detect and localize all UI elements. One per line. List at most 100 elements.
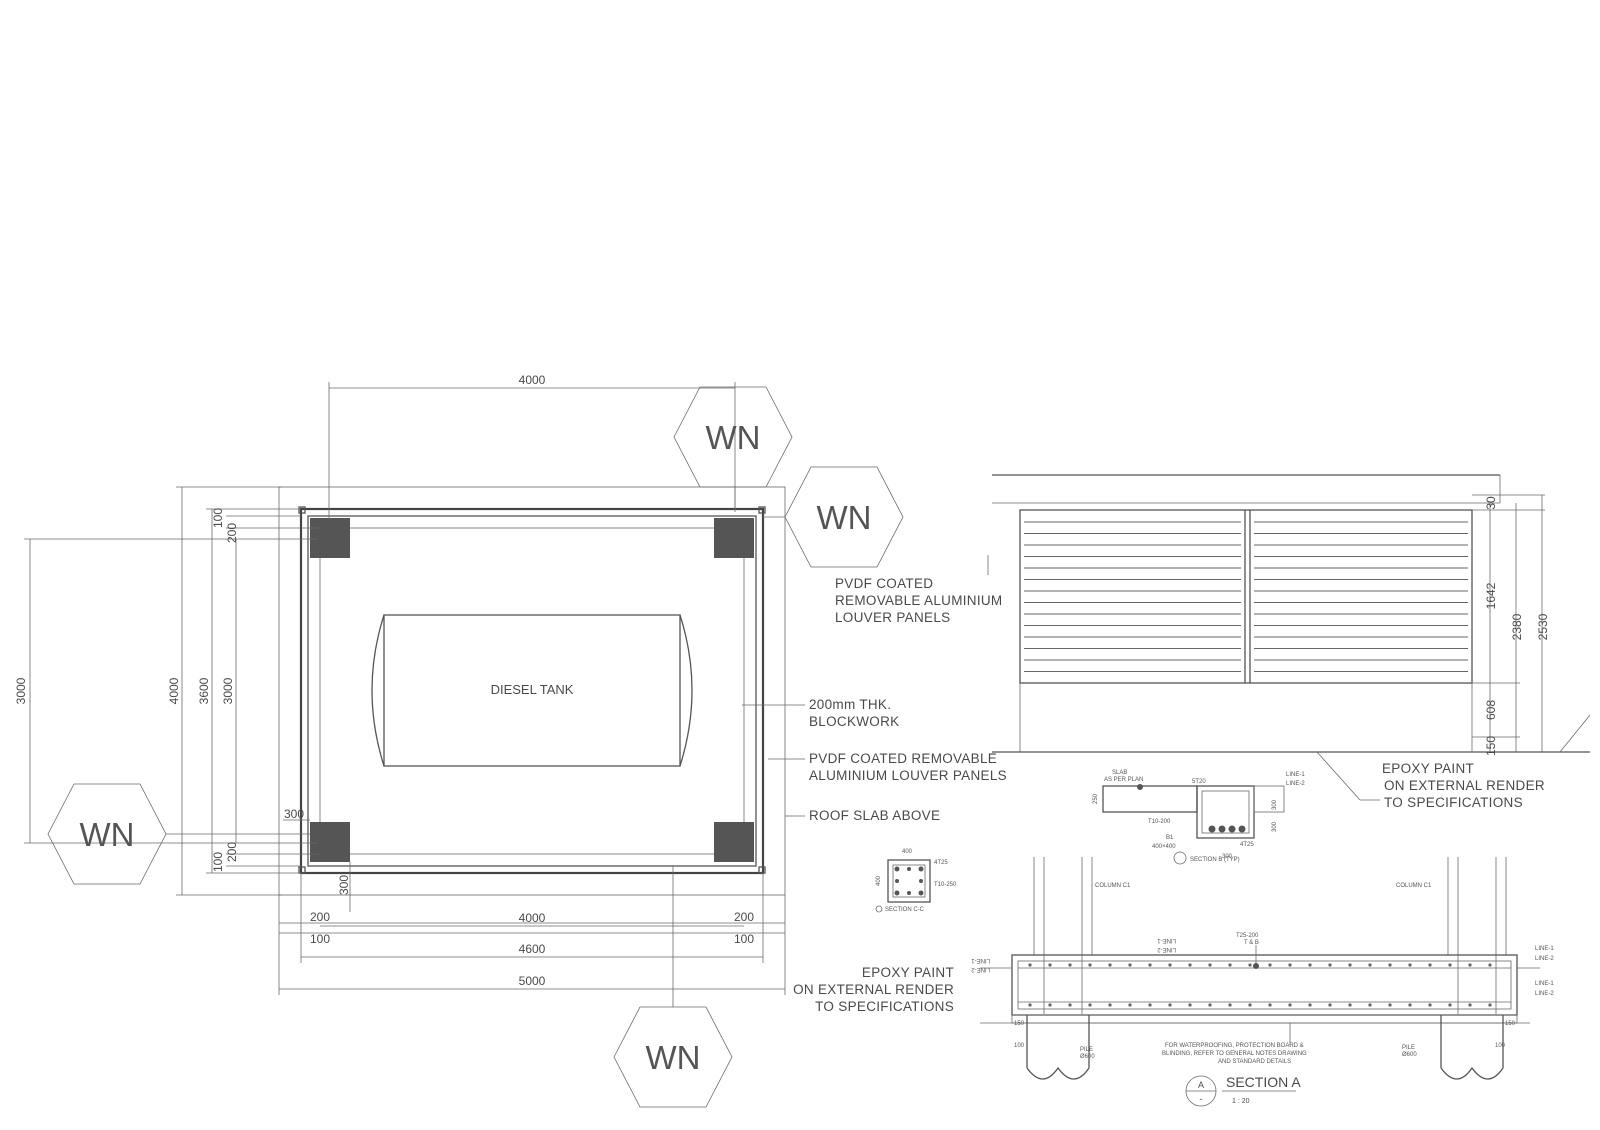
rebar-dot — [1368, 1003, 1372, 1007]
rebar-dot — [1388, 963, 1392, 967]
svg-text:LINE-1: LINE-1 — [1535, 981, 1554, 987]
svg-text:A: A — [1198, 1080, 1204, 1090]
dim-left-top-100: 100 — [211, 508, 225, 528]
svg-text:ON EXTERNAL RENDER: ON EXTERNAL RENDER — [793, 982, 954, 997]
rebar-dot — [1488, 963, 1492, 967]
wall-inner-line — [319, 527, 745, 855]
rebar-dot — [1308, 963, 1312, 967]
dim-top-4000: 4000 — [519, 373, 546, 387]
louver-blades — [1024, 521, 1468, 672]
dim-left-bot-100: 100 — [211, 852, 225, 872]
rebar-dot — [1068, 963, 1072, 967]
svg-text:LINE-2: LINE-2 — [1535, 956, 1554, 962]
dim-left-3000-outer: 3000 — [14, 677, 28, 704]
corner-mark — [758, 866, 766, 874]
pile-right — [1440, 1015, 1504, 1080]
dim-col-300-bottom: 300 — [337, 875, 351, 895]
rebar-dot — [1468, 1003, 1472, 1007]
corner-mark — [298, 866, 306, 874]
louver-elevation: 30 1642 608 150 2380 2530 EPOXY PAINT ON… — [987, 474, 1591, 810]
svg-text:Ø600: Ø600 — [1080, 1054, 1095, 1060]
svg-text:EPOXY PAINT: EPOXY PAINT — [1382, 761, 1474, 776]
rebar-dot — [1108, 963, 1112, 967]
callout-epoxy-plan: EPOXY PAINT ON EXTERNAL RENDER TO SPECIF… — [793, 965, 954, 1014]
svg-text:B1: B1 — [1166, 835, 1174, 841]
rebar-dot — [1348, 1003, 1352, 1007]
svg-text:T10-250: T10-250 — [934, 882, 957, 888]
rebar-dot — [1168, 963, 1172, 967]
wall-tag-top: WN — [673, 386, 793, 509]
callout-roof-slab: ROOF SLAB ABOVE — [785, 808, 940, 823]
diesel-tank: DIESEL TANK — [371, 614, 693, 767]
dim-bottom-4000: 4000 — [519, 911, 546, 925]
svg-text:AND STANDARD DETAILS: AND STANDARD DETAILS — [1218, 1059, 1291, 1065]
svg-text:SLAB: SLAB — [1112, 770, 1127, 776]
rebar-dot — [1048, 1003, 1052, 1007]
elev-dim-608: 608 — [1484, 700, 1498, 720]
dim-bottom-200-right: 200 — [734, 910, 754, 924]
rebar-dot — [1108, 1003, 1112, 1007]
tank-label: DIESEL TANK — [491, 682, 574, 697]
rebar-dot — [1348, 963, 1352, 967]
rebar-dot — [1148, 963, 1152, 967]
rebar-dot — [1288, 1003, 1292, 1007]
svg-text:TO SPECIFICATIONS: TO SPECIFICATIONS — [815, 999, 954, 1014]
callout-louver-top: PVDF COATED REMOVABLE ALUMINIUM LOUVER P… — [835, 576, 1002, 625]
rebar-dot — [1068, 1003, 1072, 1007]
dim-bottom-100-left: 100 — [310, 932, 330, 946]
wall-outer-line — [299, 507, 765, 875]
callout-blockwork: 200mm THK. BLOCKWORK — [742, 697, 899, 729]
elev-dim-150: 150 — [1484, 736, 1498, 756]
svg-text:WN: WN — [646, 1039, 701, 1076]
svg-text:PVDF COATED: PVDF COATED — [835, 576, 933, 591]
rebar-dot — [1188, 963, 1192, 967]
dim-left-3000-inner: 3000 — [221, 677, 235, 704]
svg-text:WN: WN — [817, 499, 872, 536]
svg-text:T25-200: T25-200 — [1236, 933, 1259, 939]
dim-left-3600: 3600 — [197, 677, 211, 704]
rebar-dot — [1488, 1003, 1492, 1007]
rebar-dot — [1428, 1003, 1432, 1007]
wall-tag-right: WN — [763, 466, 904, 568]
rebar-dot — [1388, 1003, 1392, 1007]
svg-text:200mm THK.: 200mm THK. — [809, 697, 891, 712]
rebar-dot — [1448, 963, 1452, 967]
section-a-scale: 1 : 20 — [1232, 1098, 1250, 1105]
column-section-detail: 400 400 4T25 T10-250 SECTION C-C — [875, 849, 957, 913]
slab-rebar-dots — [1028, 963, 1492, 1007]
rebar-dot — [1228, 963, 1232, 967]
dim-bottom-100-right: 100 — [734, 932, 754, 946]
dim-col-300-left: 300 — [284, 807, 304, 821]
svg-text:300: 300 — [1272, 799, 1278, 810]
dim-bottom-5000: 5000 — [519, 974, 546, 988]
svg-text:4T25: 4T25 — [1240, 842, 1254, 848]
rebar-dot — [1248, 1003, 1252, 1007]
rebar-dot — [1168, 1003, 1172, 1007]
svg-text:100: 100 — [1495, 1043, 1506, 1049]
svg-text:WN: WN — [80, 816, 135, 853]
rebar-dot — [1308, 1003, 1312, 1007]
rebar-dot — [1448, 1003, 1452, 1007]
rebar-dot — [1128, 1003, 1132, 1007]
rebar-dot — [1088, 963, 1092, 967]
svg-text:PILE: PILE — [1080, 1047, 1093, 1053]
rebar-dot — [1328, 1003, 1332, 1007]
elev-dim-30: 30 — [1484, 496, 1498, 510]
svg-text:ROOF SLAB ABOVE: ROOF SLAB ABOVE — [809, 808, 940, 823]
callout-louver-mid: PVDF COATED REMOVABLE ALUMINIUM LOUVER P… — [768, 751, 1007, 783]
rebar-dot — [1228, 1003, 1232, 1007]
rebar-dot — [1288, 963, 1292, 967]
svg-text:AS PER PLAN: AS PER PLAN — [1104, 777, 1143, 783]
svg-text:LINE-2: LINE-2 — [971, 966, 990, 972]
callout-epoxy-elevation: EPOXY PAINT ON EXTERNAL RENDER TO SPECIF… — [1316, 751, 1545, 810]
rebar-dot — [1368, 963, 1372, 967]
svg-text:5T20: 5T20 — [1192, 779, 1206, 785]
svg-text:Ø600: Ø600 — [1402, 1052, 1417, 1058]
section-a-detail: COLUMN C1 COLUMN C1 LINE-1 LINE-2 LINE-1… — [971, 857, 1554, 1107]
rebar-dot — [1468, 963, 1472, 967]
svg-text:T10-200: T10-200 — [1148, 819, 1171, 825]
section-b-title: SECTION B (TYP) — [1190, 857, 1240, 863]
svg-text:PILE: PILE — [1402, 1045, 1415, 1051]
rebar-dot — [1208, 963, 1212, 967]
svg-text:400: 400 — [876, 875, 882, 886]
